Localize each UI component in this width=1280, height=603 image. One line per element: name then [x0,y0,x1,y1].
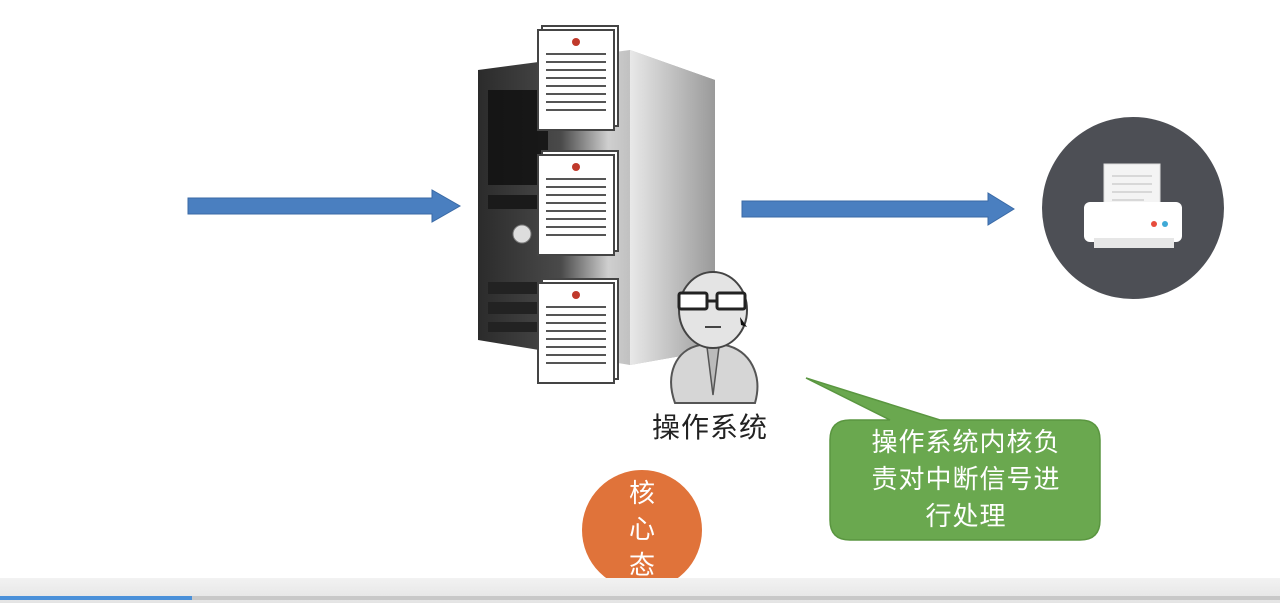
printer-icon [1082,160,1186,260]
kernel-char-2: 心 [628,515,655,545]
kernel-mode-badge [582,470,702,590]
server-illustration [470,20,730,390]
incoming-arrow [186,188,462,224]
callout-line-2: 责对中断信号进 [871,465,1061,495]
outgoing-arrow [740,192,1016,226]
progress-fill [0,596,192,600]
os-figure-icon [655,265,770,409]
kernel-char-1: 核 [628,479,655,509]
callout-line-1: 操作系统内核负 [871,428,1061,458]
document-2 [537,150,619,256]
kernel-mode-label: 核 心 态 [582,476,702,584]
callout-line-3: 行处理 [925,502,1007,532]
progress-track[interactable] [0,596,1280,600]
kernel-char-3: 态 [628,551,655,581]
document-3 [537,278,619,384]
os-label: 操作系统 [651,411,768,444]
callout-bubble [800,375,1120,555]
document-1 [537,25,619,131]
callout-text: 操作系统内核负 责对中断信号进 行处理 [838,425,1094,536]
